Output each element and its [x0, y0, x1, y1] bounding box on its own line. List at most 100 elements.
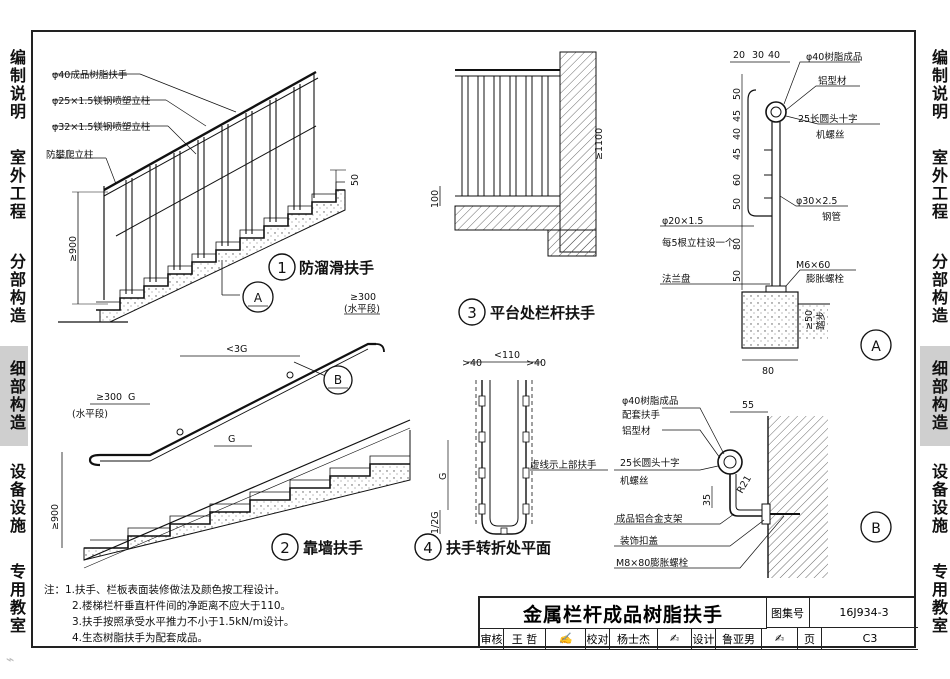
d2-dim-3g: <3G — [226, 344, 247, 355]
da-label-screw2: 机螺丝 — [816, 129, 845, 141]
d2-dim-g-top: G — [128, 392, 135, 403]
da-label-m6: M6×60 — [796, 260, 830, 271]
d1-dim-height: ≥900 — [68, 236, 79, 262]
note-2: 2.楼梯栏杆垂直杆件间的净距离不应大于110。 — [72, 600, 292, 612]
db-label-cover: 装饰扣盖 — [620, 535, 659, 547]
da-dim-v2: 40 — [732, 128, 743, 140]
d3-title: 平台处栏杆扶手 — [490, 304, 595, 322]
db-label-aluminum: 铝型材 — [622, 425, 651, 437]
nav-item-equipment[interactable]: 设备设施 — [7, 463, 26, 535]
d2-callout-b: B — [334, 373, 342, 387]
drawing-frame — [31, 30, 916, 648]
da-label-resin: φ40树脂成品 — [806, 51, 862, 63]
reviewer-signature: ✍ — [546, 628, 586, 650]
checker-name: 杨士杰 — [610, 628, 658, 650]
drawing-title: 金属栏杆成品树脂扶手 — [480, 598, 767, 629]
detail-b-wall-bracket: 55 35 R21 φ40树脂成品 配套扶手 铝型材 25长圆头十字 机螺丝 — [614, 395, 892, 578]
da-label-pipe: φ30×2.5 — [796, 196, 837, 207]
d2-dim-300b: ≥300 — [350, 292, 376, 303]
nav-item-subsection[interactable]: 分部构造 — [7, 253, 26, 325]
callout-circle-b1[interactable] — [323, 365, 353, 395]
db-label-resin: φ40树脂成品 — [622, 395, 678, 407]
da-dim-20: 20 — [733, 50, 745, 61]
da-label-tie: φ20×1.5 — [662, 216, 703, 227]
detail-2-wall-handrail: ≥300 G (水平段) <3G G ≥900 ≥300 (水平段) B 2 靠… — [50, 292, 411, 569]
nav-item-special-rooms[interactable]: 专用教室 — [7, 563, 26, 635]
side-nav-left: 编制说明 室外工程 分部构造 细部构造 设备设施 专用教室 — [0, 30, 28, 646]
d4-dim-40b: >40 — [526, 358, 546, 369]
nav-item-compile-notes[interactable]: 编制说明 — [7, 49, 26, 121]
da-label-tread: 踏步 — [815, 311, 827, 330]
nav-item-details[interactable]: 细部构造 — [0, 346, 28, 446]
d1-title: 防溜滑扶手 — [299, 259, 374, 277]
da-dim-v7: 50 — [732, 270, 743, 282]
d1-number: 1 — [277, 259, 287, 277]
atlas-number: 16J934-3 — [810, 598, 918, 628]
callout-circle-b2[interactable] — [860, 511, 892, 543]
design-label: 设计 — [692, 628, 716, 650]
note-1: 注：1.扶手、栏板表面装修做法及颜色按工程设计。 — [44, 584, 286, 596]
d1-label-handrail: φ40成品树脂扶手 — [52, 69, 128, 81]
corner-mark-icon: ⌁ — [6, 652, 15, 668]
d2-dim-g: G — [228, 434, 235, 445]
da-dim-40: 40 — [768, 50, 780, 61]
nav-item-compile-notes[interactable]: 编制说明 — [929, 49, 948, 121]
note-4: 4.生态树脂扶手为配套成品。 — [72, 632, 209, 644]
da-dim-v1: 45 — [732, 110, 743, 122]
da-dim-50: ≥50 — [804, 310, 815, 330]
d4-dim-g: G — [438, 473, 449, 480]
nav-item-outdoor[interactable]: 室外工程 — [7, 149, 26, 221]
d2-dim-horizontal-b: (水平段) — [344, 303, 380, 315]
db-dim-55: 55 — [742, 400, 754, 411]
general-notes: 注：1.扶手、栏板表面装修做法及颜色按工程设计。 2.楼梯栏杆垂直杆件间的净距离… — [44, 582, 464, 646]
da-label-flange: 法兰盘 — [662, 273, 691, 285]
nav-item-special-rooms[interactable]: 专用教室 — [929, 563, 948, 635]
d3-dim-100: 100 — [430, 190, 441, 208]
d1-dim-50: 50 — [350, 174, 361, 186]
nav-item-outdoor[interactable]: 室外工程 — [929, 149, 948, 221]
designer-signature: ✍ — [762, 628, 798, 650]
d4-number: 4 — [423, 539, 433, 557]
reviewer-name: 王 哲 — [504, 628, 546, 650]
d4-dim-40a: >40 — [462, 358, 482, 369]
d2-dim-height: ≥900 — [50, 504, 61, 530]
db-label-bracket: 成品铝合金支架 — [616, 513, 683, 525]
title-block: 金属栏杆成品树脂扶手 图集号 16J934-3 审核 王 哲 ✍ 校对 杨士杰 … — [478, 596, 918, 650]
d4-title: 扶手转折处平面 — [446, 539, 551, 557]
nav-item-subsection[interactable]: 分部构造 — [929, 253, 948, 325]
d2-number: 2 — [280, 539, 290, 557]
nav-item-equipment[interactable]: 设备设施 — [929, 463, 948, 535]
db-label-screw: 25长圆头十字 — [620, 457, 680, 469]
d4-note: 虚线示上部扶手 — [530, 459, 597, 471]
note-3: 3.扶手按照承受水平推力不小于1.5kN/m设计。 — [72, 616, 295, 628]
db-label-set: 配套扶手 — [622, 409, 661, 421]
callout-circle-a1[interactable] — [242, 281, 274, 313]
db-dim-35: 35 — [702, 494, 713, 506]
db-label-screw2: 机螺丝 — [620, 475, 649, 487]
da-dim-v3: 45 — [732, 148, 743, 160]
d2-dim-horizontal: (水平段) — [72, 408, 108, 420]
da-label-every5: 每5根立柱设一个 — [662, 237, 735, 249]
page-number: C3 — [822, 628, 918, 650]
da-label-screw: 25长圆头十字 — [798, 113, 858, 125]
d4-dim-110: <110 — [494, 350, 520, 361]
d2-title: 靠墙扶手 — [303, 539, 363, 557]
da-dim-v0: 50 — [732, 88, 743, 100]
db-callout: B — [871, 521, 881, 537]
atlas-label: 图集号 — [766, 598, 810, 628]
d1-callout-a: A — [254, 291, 263, 305]
d4-dim-12g: 1/2G — [430, 511, 441, 534]
nav-item-details[interactable]: 细部构造 — [920, 346, 950, 446]
da-label-steel: 钢管 — [822, 211, 841, 223]
db-dim-r21: R21 — [735, 474, 754, 496]
d1-label-anti-climb: 防攀爬立柱 — [46, 149, 94, 161]
detail-4-turning-plan: <110 >40 >40 G 1/2G 虚线示上部扶手 4 扶手转折 — [414, 350, 608, 561]
callout-circle-a2[interactable] — [860, 329, 892, 361]
da-dim-80: 80 — [762, 366, 774, 377]
detail-a-post-section: 20 30 40 50 45 40 45 60 50 80 50 — [660, 50, 892, 377]
da-dim-30: 30 — [752, 50, 764, 61]
db-label-bolt: M8×80膨胀螺栓 — [616, 557, 689, 569]
side-nav-right: 编制说明 室外工程 分部构造 细部构造 设备设施 专用教室 — [920, 30, 950, 646]
